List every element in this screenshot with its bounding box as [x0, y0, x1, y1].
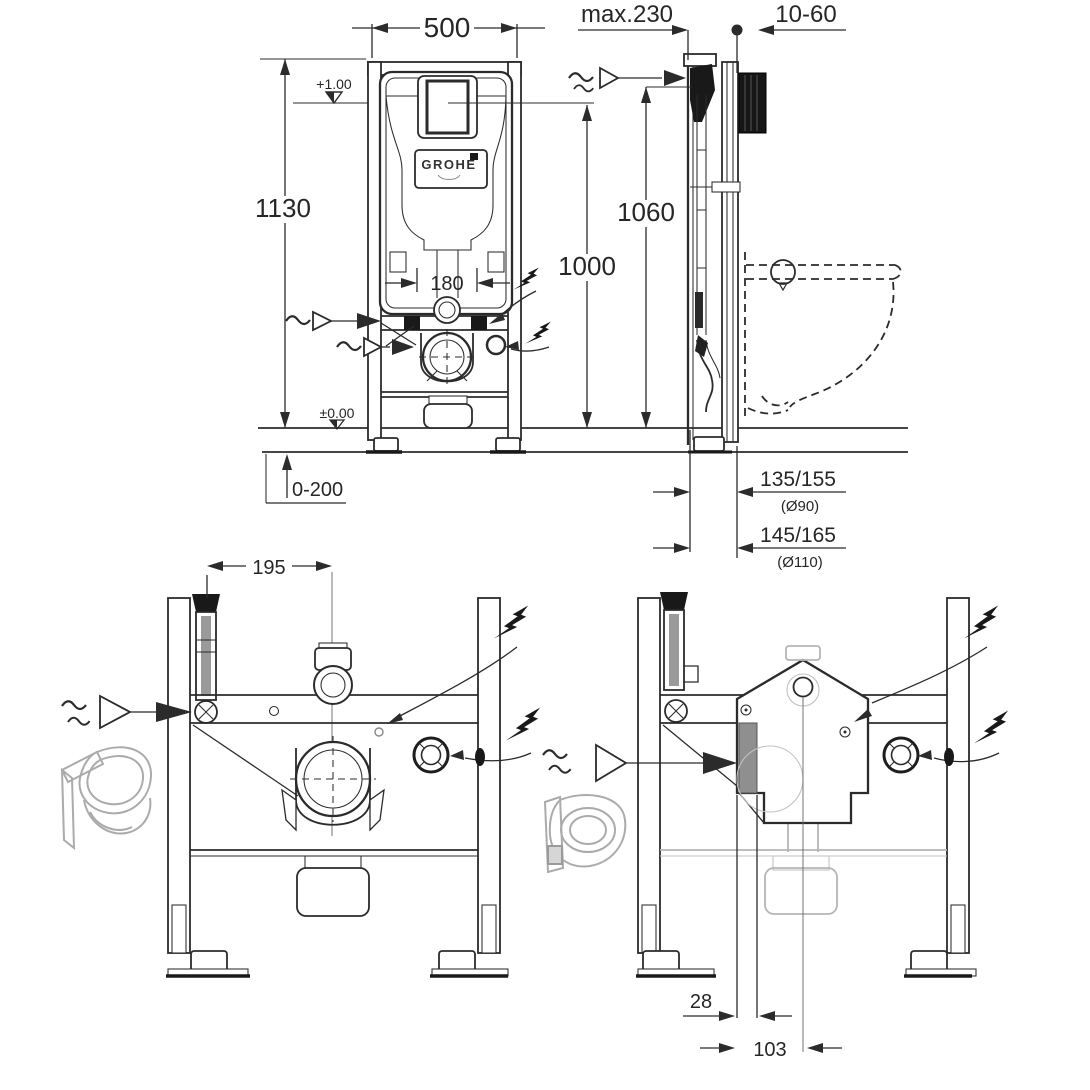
- dim-bolt-spacing: 180: [430, 273, 463, 295]
- cable-grommet: [475, 748, 485, 766]
- dim-depth-group: max.230: [578, 1, 689, 60]
- dim-height: 1130: [254, 58, 366, 428]
- water-supply-icon-alt: [335, 336, 414, 358]
- dim-wall-finish-group: 10-60: [758, 1, 846, 35]
- fixing-crossbar: [190, 694, 478, 797]
- mounting-frame: [637, 597, 970, 954]
- power-conduit-hole: [485, 334, 507, 356]
- dim-inlet-offset-195: 195: [252, 557, 285, 579]
- electric-connection-icons: [387, 599, 544, 762]
- toilet-icon: [60, 746, 153, 851]
- dim-outlet-dia90: (Ø90): [781, 498, 819, 515]
- dim-floor-buildup: 0-200: [292, 479, 343, 501]
- dim-outlet-dia110: (Ø110): [777, 554, 823, 571]
- dim-bolt-spacing-group: 180: [385, 268, 510, 295]
- cable-grommet: [944, 748, 954, 766]
- upper-front-view: GROHE: [254, 12, 554, 504]
- dim-103-group: 103: [700, 1036, 842, 1062]
- water-supply-icon: [60, 694, 192, 730]
- anchor-point-dot: [731, 24, 743, 36]
- level-mark-plus100: +1.00: [316, 76, 352, 92]
- dim-frame-width: 500: [424, 12, 471, 43]
- inlet-leader-lines: [380, 322, 417, 347]
- water-supply-icon: [284, 310, 381, 332]
- brand-plate: GROHE: [414, 149, 488, 189]
- dim-frame-depth: max.230: [581, 1, 673, 28]
- level-mark-plus-100: +1.00: [293, 76, 368, 105]
- adjustable-feet: [636, 950, 977, 978]
- dim-1000-group: 1000: [448, 102, 616, 428]
- flush-pipe-connector: [433, 296, 461, 324]
- dim-inlet-offset-group: 195: [206, 557, 332, 598]
- adjustable-feet: [366, 437, 526, 454]
- wall-section: [731, 24, 767, 134]
- lower-left-front-view: 195: [60, 557, 544, 978]
- dim-wall-finish-thickness: 10-60: [775, 1, 836, 28]
- electric-connection-icons: [489, 262, 554, 352]
- drain-connector: [281, 736, 385, 832]
- dim-28-group: 28: [683, 991, 792, 1021]
- dim-height-1000: 1000: [558, 251, 616, 281]
- level-mark-zero-group: ±0.00: [320, 405, 355, 431]
- brand-mark-square: [470, 153, 478, 160]
- cover-plate: [735, 645, 870, 825]
- electric-connection-icons: [854, 599, 1012, 763]
- dim-outlet-group: 135/155 (Ø90) 145/165 (Ø110): [653, 430, 846, 571]
- upper-side-view: max.230 10-60 1060 1000: [448, 1, 902, 571]
- bend-fitting: [695, 335, 708, 357]
- flush-valve-part: [695, 292, 703, 328]
- mounting-frame: [167, 597, 501, 954]
- inlet-zone-shaded: [738, 722, 758, 794]
- power-socket-circle: [882, 736, 954, 774]
- adjustable-feet: [166, 950, 509, 978]
- ghosted-drain-parts: [660, 823, 947, 915]
- dim-outlet-135-155: 135/155: [760, 468, 836, 491]
- dim-height-1060: 1060: [617, 197, 675, 227]
- plate-center-hole: [792, 676, 814, 698]
- ghost-connector-top: [785, 645, 821, 661]
- dim-frame-height: 1130: [255, 193, 311, 223]
- dim-1060-group: 1060: [617, 86, 692, 428]
- toilet-icon: [543, 794, 627, 874]
- drain-elbow: [423, 395, 473, 429]
- level-mark-zero: ±0.00: [320, 405, 355, 421]
- wc-bowl-outline: [744, 252, 902, 418]
- water-filler-pipe: [660, 592, 699, 723]
- dim-floor-buildup-group: 0-200: [265, 454, 346, 504]
- dim-offset-28: 28: [690, 991, 712, 1013]
- dim-outlet-145-165: 145/165: [760, 524, 836, 547]
- flush-actuator-window: [417, 75, 478, 139]
- drain-connector: [419, 329, 475, 385]
- lower-right-front-view: 28 103: [541, 592, 1012, 1062]
- tank-interior-outline: [385, 95, 507, 251]
- water-supply-icon: [541, 743, 737, 783]
- frame-side-profile: [683, 53, 741, 454]
- dim-offset-103: 103: [753, 1039, 786, 1061]
- brand-logo-text: GROHE: [421, 157, 476, 172]
- drain-elbow: [296, 855, 370, 917]
- power-socket-circle: [412, 736, 485, 774]
- brand-laurel-ornament: [437, 174, 461, 180]
- water-filler-pipe: [192, 594, 220, 724]
- actuator-mechanism: [690, 64, 715, 122]
- dim-width: 500: [352, 12, 545, 58]
- water-supply-icon: [567, 66, 686, 93]
- flush-pipe-connector: [313, 642, 353, 705]
